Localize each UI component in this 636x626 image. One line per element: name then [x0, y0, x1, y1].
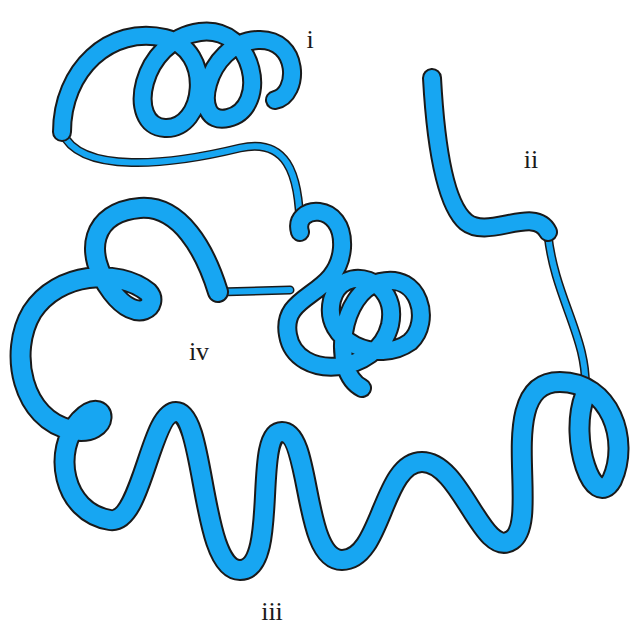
part-label: iv [189, 339, 209, 365]
coil [548, 235, 585, 395]
part-label: iii [261, 599, 283, 625]
coil [548, 235, 585, 395]
helix-iv-right [287, 212, 421, 388]
helix-iv-iii [21, 208, 619, 570]
strand [432, 78, 548, 232]
helix [21, 208, 619, 570]
strand [432, 78, 548, 232]
coil-segments [62, 132, 585, 395]
helix-i [62, 32, 292, 132]
part-label: ii [524, 147, 538, 173]
part-label: i [306, 27, 313, 53]
helix [62, 32, 292, 132]
strand-ii [432, 78, 548, 232]
helix [287, 212, 421, 388]
helix [62, 32, 292, 132]
helix [21, 208, 619, 570]
helix [287, 212, 421, 388]
